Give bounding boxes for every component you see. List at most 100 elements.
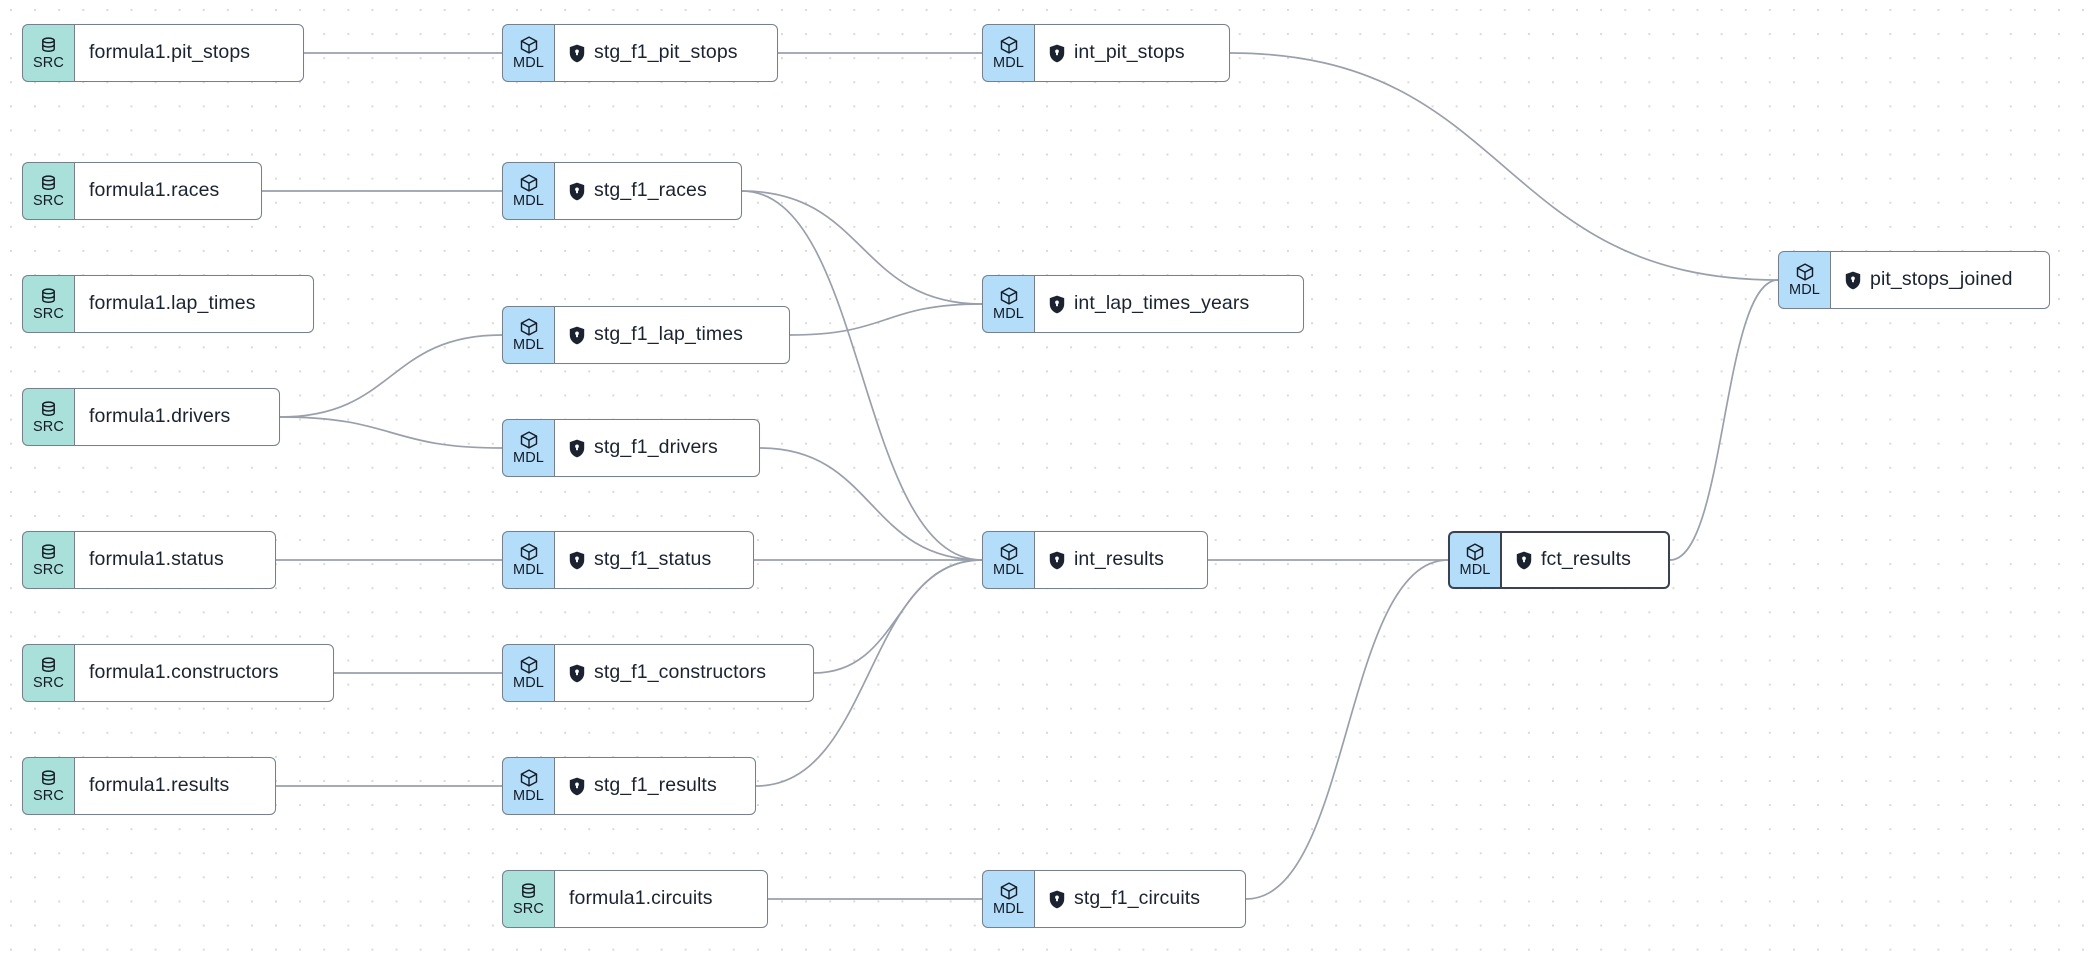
edge-int_pit_stops-to-pit_stops_joined: [1229, 52, 1779, 281]
shield-lock-icon: [1516, 551, 1532, 569]
node-kind-label: MDL: [513, 337, 544, 354]
cube-icon: [520, 543, 537, 561]
node-kind-label: MDL: [513, 450, 544, 467]
node-body-stg_circuits[interactable]: stg_f1_circuits: [1034, 870, 1246, 928]
graph-node-pit_stops_joined[interactable]: MDL pit_stops_joined: [1778, 251, 2050, 309]
node-body-src_circuits[interactable]: formula1.circuits: [554, 870, 768, 928]
database-icon: [522, 883, 535, 899]
node-kind-badge-src_status: SRC: [22, 531, 74, 589]
node-label: stg_f1_lap_times: [594, 323, 744, 346]
cube-icon: [1000, 287, 1017, 305]
node-label: stg_f1_circuits: [1074, 887, 1201, 910]
shield-lock-icon: [569, 664, 585, 682]
shield-lock-icon: [1049, 551, 1065, 569]
node-body-int_lap_times[interactable]: int_lap_times_years: [1034, 275, 1304, 333]
node-body-src_constructors[interactable]: formula1.constructors: [74, 644, 334, 702]
node-label: stg_f1_results: [594, 774, 717, 797]
cube-icon: [520, 174, 537, 192]
cube-icon: [1796, 263, 1813, 281]
node-body-src_lap_times[interactable]: formula1.lap_times: [74, 275, 314, 333]
node-kind-badge-stg_status: MDL: [502, 531, 554, 589]
edge-stg_drivers-to-int_results: [759, 447, 983, 561]
node-label: stg_f1_constructors: [594, 661, 767, 684]
graph-node-src_circuits[interactable]: SRC formula1.circuits: [502, 870, 768, 928]
node-body-stg_drivers[interactable]: stg_f1_drivers: [554, 419, 760, 477]
node-body-stg_races[interactable]: stg_f1_races: [554, 162, 742, 220]
edge-stg_circuits-to-fct_results: [1245, 559, 1449, 900]
node-label: int_pit_stops: [1074, 41, 1185, 64]
database-icon: [42, 401, 55, 417]
graph-node-stg_constructors[interactable]: MDL stg_f1_constructors: [502, 644, 814, 702]
graph-node-src_races[interactable]: SRC formula1.races: [22, 162, 262, 220]
node-body-src_races[interactable]: formula1.races: [74, 162, 262, 220]
graph-node-stg_status[interactable]: MDL stg_f1_status: [502, 531, 754, 589]
node-label: int_results: [1074, 548, 1164, 571]
node-body-src_results[interactable]: formula1.results: [74, 757, 276, 815]
node-body-pit_stops_joined[interactable]: pit_stops_joined: [1830, 251, 2050, 309]
graph-node-stg_races[interactable]: MDL stg_f1_races: [502, 162, 742, 220]
node-body-src_pit_stops[interactable]: formula1.pit_stops: [74, 24, 304, 82]
node-body-src_drivers[interactable]: formula1.drivers: [74, 388, 280, 446]
node-kind-label: MDL: [513, 193, 544, 210]
node-body-stg_constructors[interactable]: stg_f1_constructors: [554, 644, 814, 702]
database-icon: [42, 37, 55, 53]
node-label: formula1.lap_times: [89, 292, 256, 315]
node-label: stg_f1_races: [594, 179, 707, 202]
node-body-stg_status[interactable]: stg_f1_status: [554, 531, 754, 589]
node-kind-badge-src_drivers: SRC: [22, 388, 74, 446]
node-kind-badge-stg_lap_times: MDL: [502, 306, 554, 364]
node-body-int_pit_stops[interactable]: int_pit_stops: [1034, 24, 1230, 82]
node-kind-label: SRC: [33, 55, 64, 72]
node-label: formula1.results: [89, 774, 230, 797]
cube-icon: [520, 36, 537, 54]
node-kind-badge-stg_results: MDL: [502, 757, 554, 815]
database-icon: [42, 657, 55, 673]
node-body-int_results[interactable]: int_results: [1034, 531, 1208, 589]
cube-icon: [1466, 543, 1484, 561]
node-kind-label: MDL: [993, 55, 1024, 72]
graph-node-src_status[interactable]: SRC formula1.status: [22, 531, 276, 589]
cube-icon: [520, 656, 537, 674]
shield-lock-icon: [569, 182, 585, 200]
edge-src_drivers-to-stg_lap_times: [279, 334, 503, 418]
cube-icon: [1000, 543, 1017, 561]
shield-lock-icon: [569, 551, 585, 569]
node-body-fct_results[interactable]: fct_results: [1500, 531, 1670, 589]
node-body-src_status[interactable]: formula1.status: [74, 531, 276, 589]
cube-icon: [520, 431, 537, 449]
node-label: stg_f1_pit_stops: [594, 41, 738, 64]
node-label: formula1.status: [89, 548, 224, 571]
node-body-stg_lap_times[interactable]: stg_f1_lap_times: [554, 306, 790, 364]
node-kind-badge-stg_constructors: MDL: [502, 644, 554, 702]
node-body-stg_pit_stops[interactable]: stg_f1_pit_stops: [554, 24, 778, 82]
node-kind-badge-src_races: SRC: [22, 162, 74, 220]
node-kind-label: SRC: [33, 193, 64, 210]
node-kind-label: MDL: [513, 788, 544, 805]
node-kind-label: MDL: [1789, 282, 1820, 299]
node-kind-badge-src_constructors: SRC: [22, 644, 74, 702]
graph-node-stg_results[interactable]: MDL stg_f1_results: [502, 757, 756, 815]
node-kind-label: MDL: [513, 562, 544, 579]
node-label: fct_results: [1541, 548, 1631, 571]
graph-node-stg_lap_times[interactable]: MDL stg_f1_lap_times: [502, 306, 790, 364]
node-label: formula1.races: [89, 179, 220, 202]
graph-node-src_pit_stops[interactable]: SRC formula1.pit_stops: [22, 24, 304, 82]
node-body-stg_results[interactable]: stg_f1_results: [554, 757, 756, 815]
node-kind-label: SRC: [513, 901, 544, 918]
graph-node-int_pit_stops[interactable]: MDL int_pit_stops: [982, 24, 1230, 82]
edge-stg_constructors-to-int_results: [813, 559, 983, 674]
graph-node-stg_drivers[interactable]: MDL stg_f1_drivers: [502, 419, 760, 477]
node-kind-label: MDL: [513, 675, 544, 692]
database-icon: [42, 175, 55, 191]
database-icon: [42, 544, 55, 560]
